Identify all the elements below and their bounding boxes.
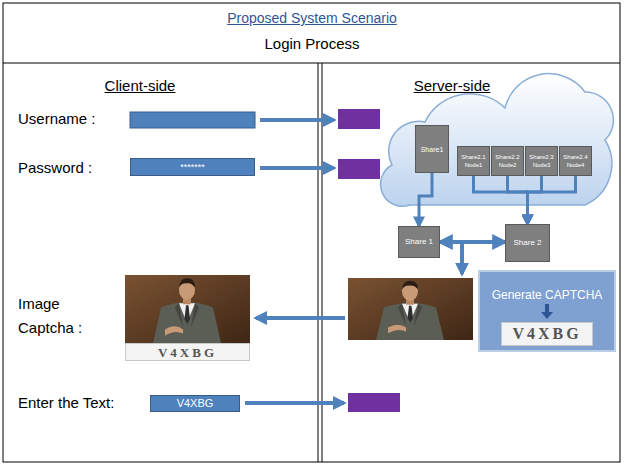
field-label: Enter the Text: — [18, 393, 114, 413]
node-text: Share2.4 Node4 — [562, 153, 589, 169]
header-rule — [3, 63, 620, 64]
node-text: Share 1 — [405, 237, 433, 247]
node-text: V4XBG — [158, 345, 217, 360]
section-heading: Server-side — [352, 76, 552, 96]
node-text: V4XBG — [512, 325, 581, 343]
server-input-box — [338, 159, 380, 179]
node-text: Share 2 — [513, 238, 541, 248]
generate-panel: Generate CAPTCHA V4XBG — [478, 270, 616, 352]
section-heading: Client-side — [40, 76, 240, 96]
server-input-box — [338, 109, 380, 129]
node-text: Generate CAPTCHA — [492, 288, 603, 302]
node-text: Share2.1 Node1 — [460, 153, 487, 169]
connector-arrow — [528, 176, 542, 224]
share-node-box: Share2.2 Node2 — [491, 146, 524, 176]
subtitle-text: Login Process — [162, 34, 462, 54]
connector-arrow — [508, 176, 528, 224]
username-field — [130, 112, 255, 128]
flow-arrow — [537, 304, 557, 320]
flow-arrow — [460, 244, 464, 274]
outer-frame — [3, 3, 620, 462]
share-node-box: Share2.1 Node1 — [457, 146, 490, 176]
field-label: Password : — [18, 158, 92, 178]
connector-arrow — [419, 173, 432, 226]
captcha-image: V4XBG — [501, 322, 593, 346]
flow-arrow — [260, 166, 334, 170]
password-field: ******* — [130, 158, 255, 176]
text-entry-field: V4XBG — [150, 395, 240, 412]
field-label: Username : — [18, 109, 96, 129]
share-node-box: Share2.4 Node4 — [559, 146, 592, 176]
node-text: Share2.2 Node2 — [494, 153, 521, 169]
field-label: Image Captcha : — [18, 292, 90, 340]
node-text: ******* — [180, 162, 205, 173]
captcha-strip: V4XBG — [125, 343, 250, 361]
flow-arrow — [256, 316, 345, 320]
flow-arrow — [260, 118, 334, 122]
image-picture — [348, 278, 473, 340]
share-box: Share1 — [415, 125, 449, 173]
node-text: Share2.3 Node3 — [528, 153, 555, 169]
flow-arrow — [245, 401, 344, 405]
share-box: Share 1 — [398, 226, 440, 258]
diagram-title: Proposed System Scenario — [112, 8, 512, 28]
share-node-box: Share2.3 Node3 — [525, 146, 558, 176]
connector-arrow — [528, 176, 576, 224]
image-picture — [125, 275, 250, 343]
connector-arrow — [440, 240, 505, 244]
node-text: Share1 — [421, 145, 444, 154]
connector-arrow — [474, 176, 528, 224]
flow-arrow — [541, 304, 553, 319]
share-box: Share 2 — [505, 224, 550, 262]
server-input-box — [348, 393, 400, 412]
node-text: V4XBG — [177, 397, 214, 410]
